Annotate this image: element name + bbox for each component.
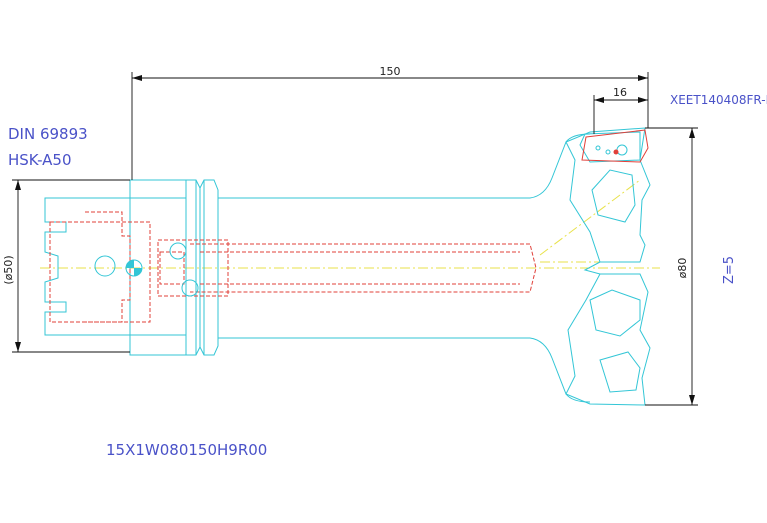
teeth-label: Z=5 [722,256,737,284]
cutter-diameter-label: ø80 [676,258,689,279]
centerlines [40,179,660,269]
shank-diameter-label: (ø50) [2,255,15,284]
dimension-overall [131,72,649,180]
dimension-shank-dia [12,179,130,353]
dimension-insert [593,95,648,134]
insert-length-label: 16 [613,86,627,99]
insert-label: XEET140408FR-P [670,93,767,107]
standard-label: DIN 69893 [8,125,88,143]
hsk-features [94,149,619,297]
overall-length-label: 150 [380,65,401,78]
interface-label: HSK-A50 [8,151,72,169]
dimension-cutter-dia [645,127,698,406]
insert [581,129,649,163]
part-number-label: 15X1W080150H9R00 [106,441,267,459]
hidden-lines [49,211,537,323]
hsk-shank [44,133,591,403]
cutter-head [565,127,651,406]
